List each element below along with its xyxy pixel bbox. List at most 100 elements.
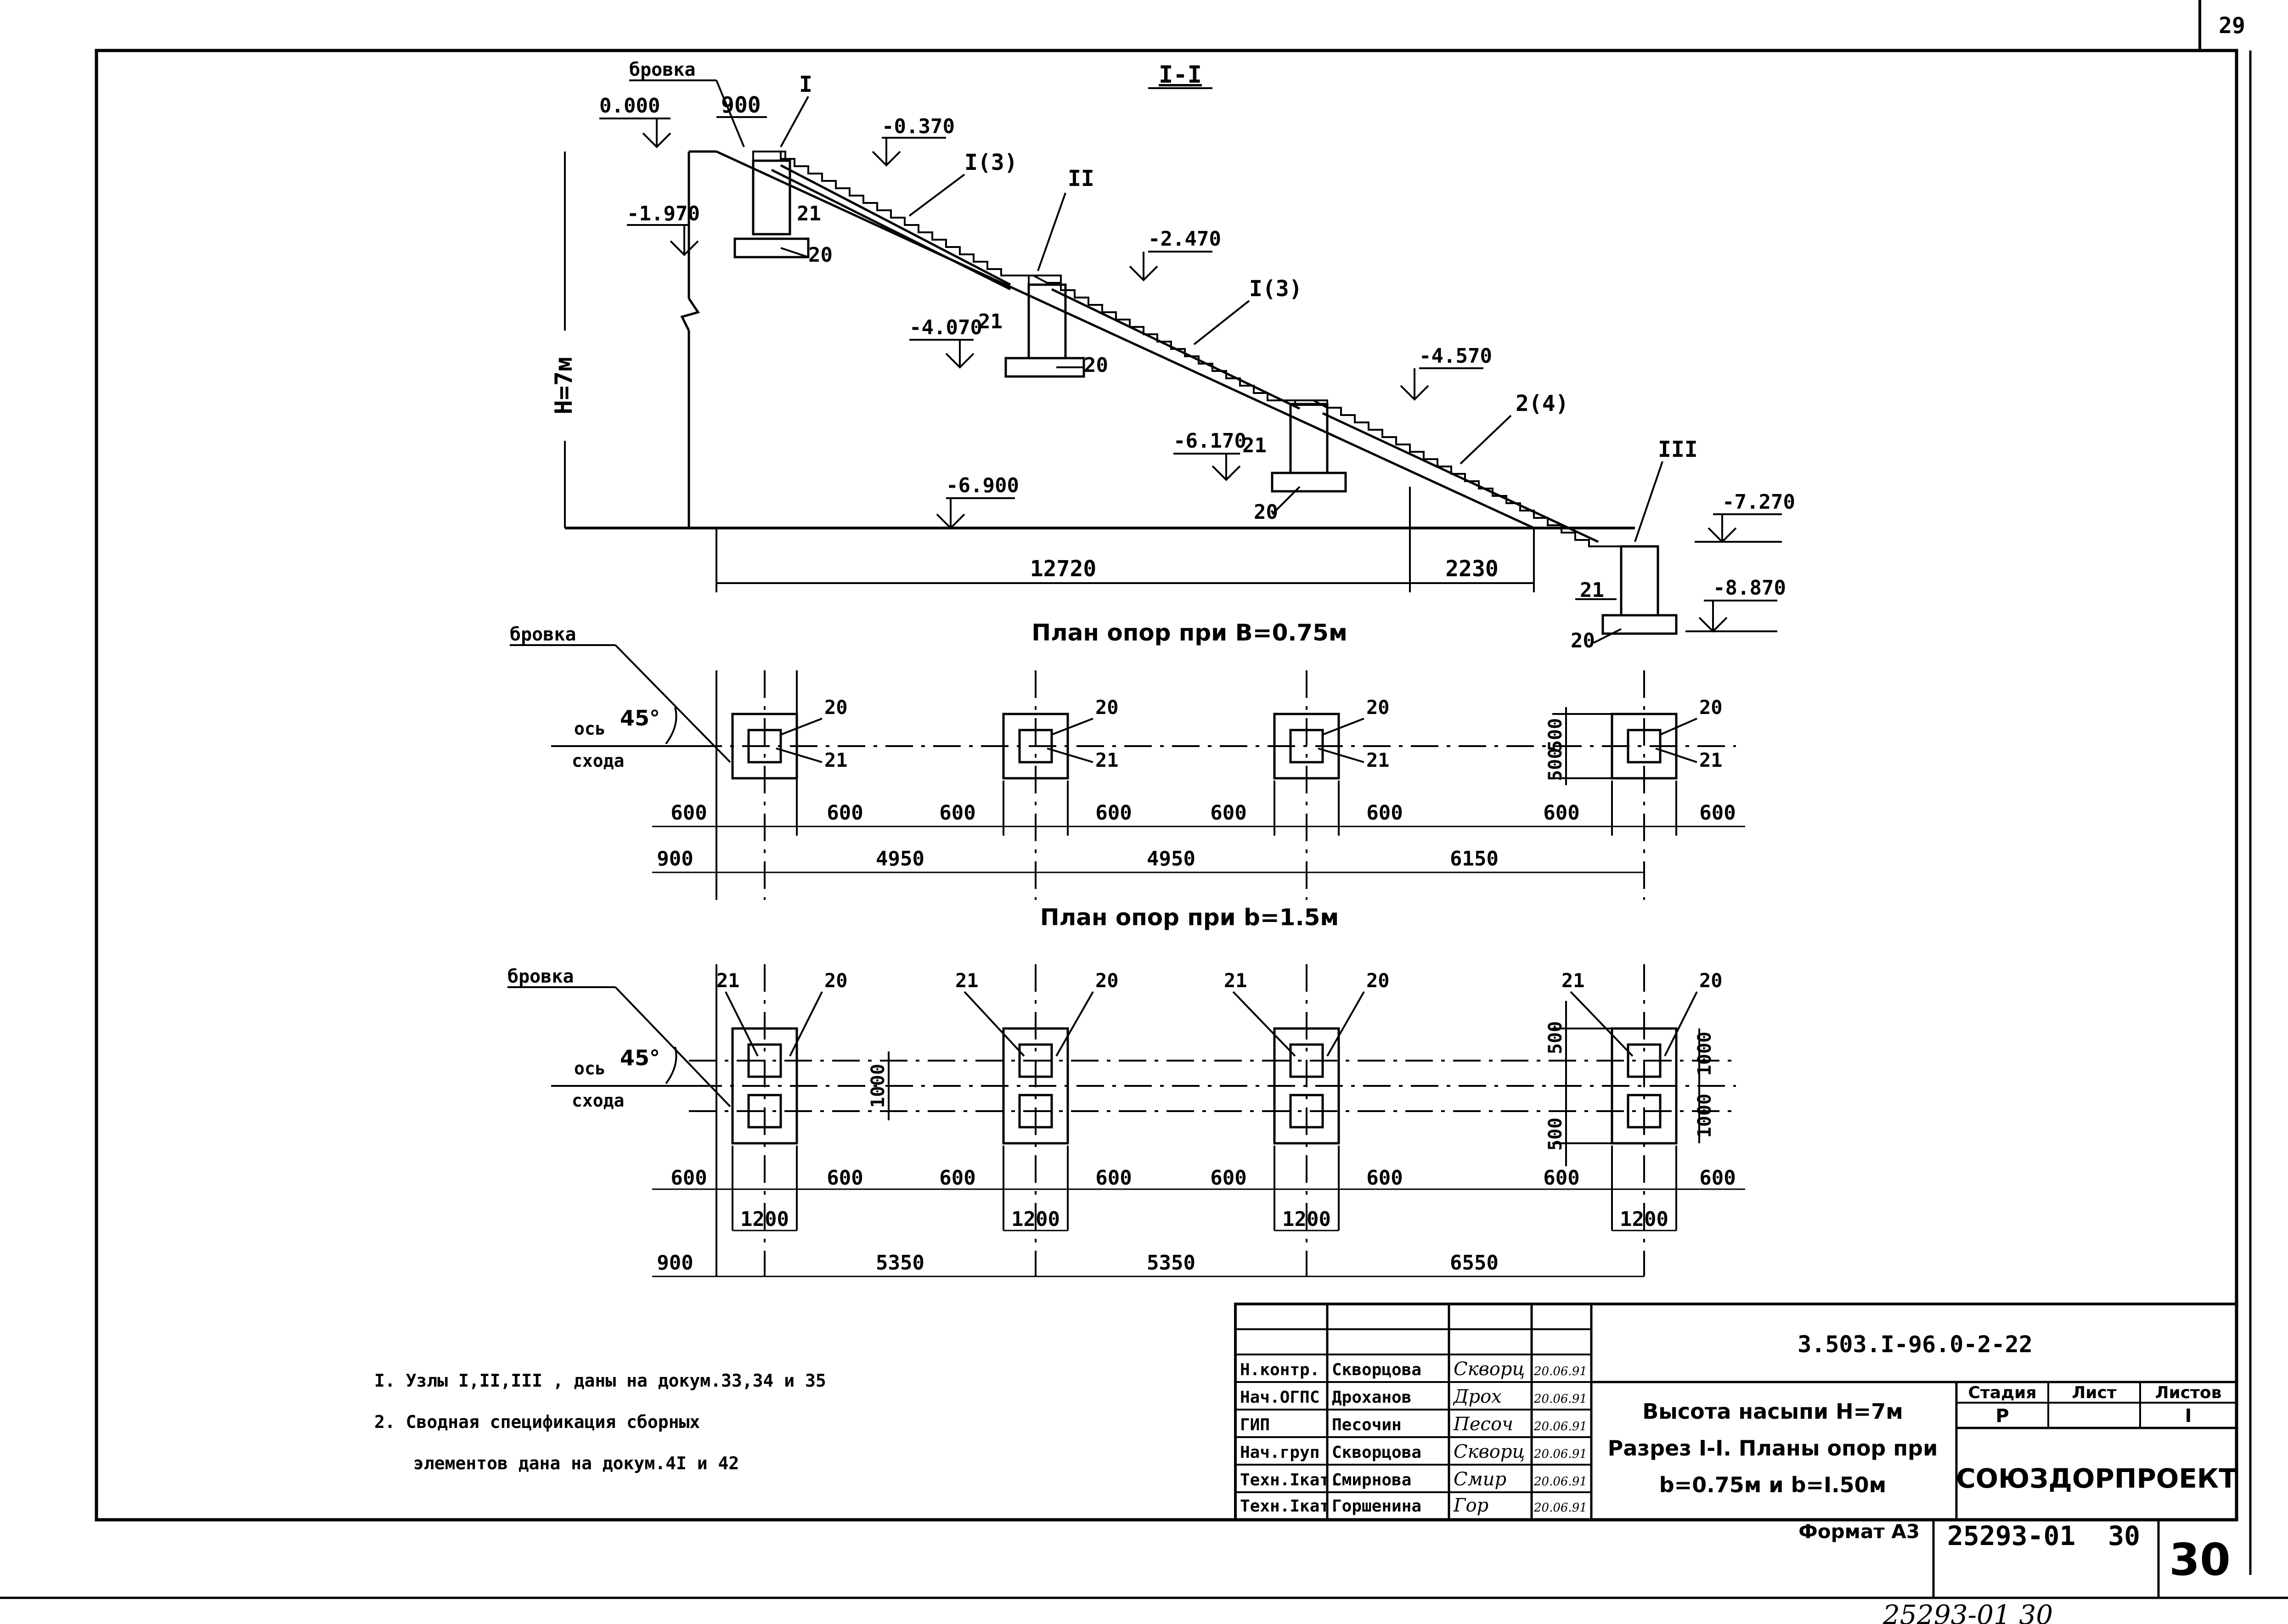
dim-900-top: 900 [721,92,761,118]
plan-b-axis-label-2: схода [572,1090,624,1111]
bottom-cut-stamp: 25293-01 30 [1882,1599,2053,1624]
node-i-label: I [799,72,812,97]
name-6: Горшенина [1332,1497,1421,1516]
elevation-2470: -2.470 [1129,227,1221,281]
node-iii-label: III [1658,437,1698,462]
plan-b-offset-3l: 600 [1210,1166,1246,1190]
plan-a-support-1 [716,670,798,900]
date-4: 20.06.91 [1533,1447,1587,1461]
sheets-header: Листов [2155,1383,2222,1402]
svg-text:-6.170: -6.170 [1173,429,1246,453]
name-2: Дроханов [1332,1388,1411,1407]
signature-3: Песоч [1453,1414,1513,1435]
plan-a-offset-3r: 600 [1366,801,1403,825]
plan-a-axis-label-2: схода [572,751,624,771]
plan-b-label-21-3: 21 [1224,969,1247,992]
pier-1 [733,151,810,258]
svg-text:-4.070: -4.070 [909,316,982,339]
svg-text:0.000: 0.000 [599,94,660,118]
stamp-sheet-number: 30 [2108,1520,2140,1551]
name-3: Песочин [1332,1416,1402,1434]
plan-a: План опор при B=0.75м бровка ось схода 4… [510,619,1745,900]
node-ii-label: II [1068,166,1094,191]
role-4: Нач.груп [1240,1443,1319,1462]
plan-a-offset-2l: 600 [939,801,975,825]
elevation-8870: -8.870 [1685,576,1786,633]
plan-a-brovka: бровка [510,624,576,645]
plan-a-offset-4l: 600 [1543,801,1579,825]
pier-3 [1271,399,1347,493]
svg-text:-0.370: -0.370 [882,115,955,138]
plan-b-label-20-4: 20 [1699,969,1723,992]
role-3: ГИП [1240,1416,1270,1434]
stair-top-line [767,151,1640,547]
plan-b-side-dim-2: 500 [1545,1118,1566,1151]
plan-b-width-3: 1200 [1282,1208,1331,1231]
stage-header: Стадия [1968,1383,2037,1402]
plan-b-label-21-2: 21 [955,969,979,992]
plan-b-offset-1l: 600 [671,1166,707,1190]
plan-b-right-dim-2: 1000 [1694,1094,1715,1138]
plan-b-label-20-1: 20 [824,969,848,992]
plan-a-chain-4950-2: 4950 [1147,847,1195,871]
name-1: Скворцова [1332,1360,1421,1379]
plan-b-side-dim-1: 500 [1545,1021,1566,1054]
role-1: Н.контр. [1240,1360,1319,1379]
plan-b-right-dim-1: 1000 [1694,1032,1715,1076]
date-5: 20.06.91 [1533,1475,1587,1489]
plan-a-offset-2r: 600 [1095,801,1132,825]
section-title: I-I [1159,61,1202,89]
date-1: 20.06.91 [1533,1365,1587,1378]
role-5: Техн.Iкат. [1240,1471,1340,1489]
dim-12720: 12720 [1030,556,1097,582]
date-3: 20.06.91 [1533,1420,1587,1433]
notes: I. Узлы I,II,III , даны на докум.33,34 и… [374,1371,826,1473]
plan-a-support-3 [1273,670,1340,900]
plan-a-label-20-2: 20 [1095,696,1119,719]
plan-b-offset-4l: 600 [1543,1166,1579,1190]
plan-b-inner-dim: 1000 [868,1064,889,1108]
plan-b-offset-4r: 600 [1699,1166,1736,1190]
plan-b-offset-2l: 600 [939,1166,975,1190]
sheets-value: I [2185,1405,2192,1427]
svg-text:-8.870: -8.870 [1713,576,1786,600]
plan-b: План опор при b=1.5м бровка ось схода 45… [507,904,1745,1277]
dim-2230: 2230 [1445,556,1499,582]
plan-a-title: План опор при B=0.75м [1031,619,1347,646]
plan-a-offset-1r: 600 [827,801,863,825]
elevation-6170: -6.170 [1173,429,1246,481]
sheet-header: Лист [2072,1383,2116,1402]
plan-b-angle: 45° [620,1045,660,1070]
description-line-3: b=0.75м и b=I.50м [1659,1472,1887,1497]
plan-b-chain-900: 900 [657,1251,693,1275]
svg-text:-2.470: -2.470 [1148,227,1221,251]
section-bottom-dims: 12720 2230 [716,487,1535,592]
plan-a-label-20-1: 20 [824,696,848,719]
pier-label-1: 21 [797,202,821,225]
plan-a-offset-4r: 600 [1699,801,1736,825]
plan-a-chain-900: 900 [657,847,693,871]
plan-a-chain-4950-1: 4950 [876,847,924,871]
footing-label-2: 20 [1084,354,1108,377]
embankment-profile [564,150,1635,529]
plan-b-support-4: 500 500 1000 1000 [1545,964,1715,1276]
role-2: Нач.ОГПС [1240,1388,1319,1407]
signature-1: Скворц [1454,1359,1525,1380]
plan-b-chain-5350-2: 5350 [1147,1251,1195,1275]
svg-text:-1.970: -1.970 [627,202,700,225]
plan-b-width-4: 1200 [1620,1208,1668,1231]
plan-a-label-21-1: 21 [824,749,848,771]
plan-b-axis-label-1: ось [574,1058,606,1079]
plan-a-label-21-2: 21 [1095,749,1119,771]
plan-a-side-dim-1: 500 [1545,718,1566,751]
title-block: 3.503.I-96.0-2-22 Высота насыпи H=7м Раз… [1234,1303,2238,1521]
plan-b-label-21-1: 21 [716,969,740,992]
format-label: Формат А3 [1798,1520,1920,1543]
plan-a-side-dim-2: 500 [1545,748,1566,781]
plan-b-brovka: бровка [507,966,574,987]
name-4: Скворцова [1332,1443,1421,1462]
plan-b-support-1 [716,964,798,1276]
pier-label-2: 21 [978,310,1003,333]
